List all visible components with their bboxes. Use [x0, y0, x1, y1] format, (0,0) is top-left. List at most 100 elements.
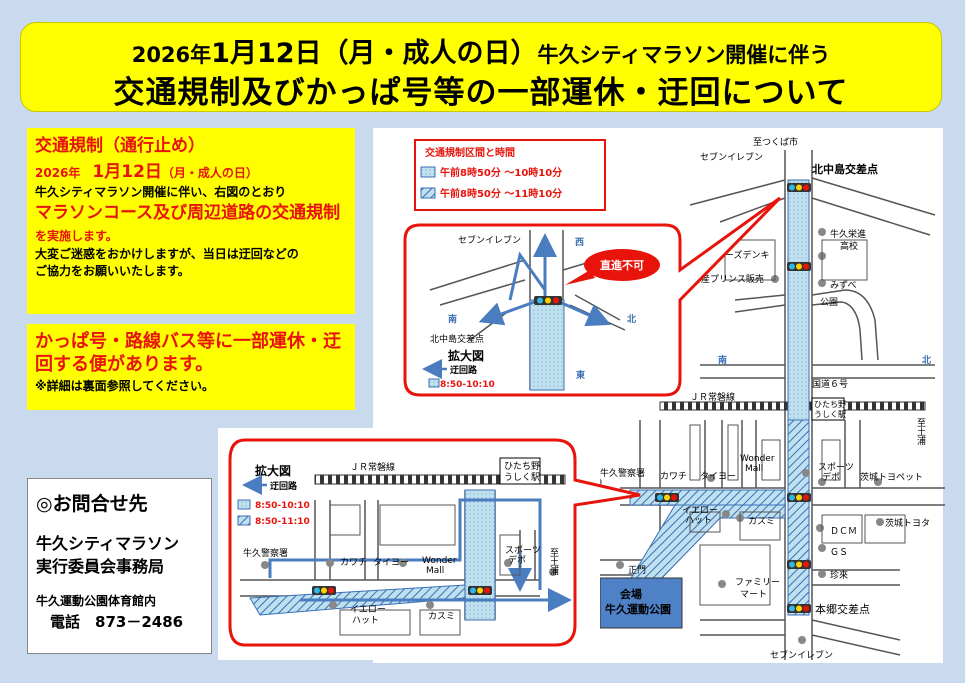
signal-hongo [787, 604, 811, 613]
signal-kitanakajima [787, 183, 811, 192]
notice-text2: 大変ご迷惑をおかけしますが、当日は迂回などの [35, 246, 299, 261]
signal-5 [787, 560, 811, 569]
svg-text:デポ: デポ [508, 554, 526, 566]
legend-box [414, 139, 606, 211]
legend-item1: 午前8時50分 ～10時10分 [440, 166, 562, 179]
svg-text:タイヨー: タイヨー [373, 557, 409, 568]
svg-text:北: 北 [627, 313, 636, 325]
svg-text:拡大図: 拡大図 [255, 463, 291, 478]
svg-text:至土浦: 至土浦 [548, 548, 559, 576]
notice-date: 2026年 1月12日（月・成人の日） [35, 161, 258, 182]
contact-org: 牛久シティマラソン 実行委員会事務局 [36, 534, 180, 577]
contact-tel: 電話 873－2486 [50, 613, 184, 632]
notice-text3: ご協力をお願いいたします。 [35, 264, 190, 279]
notice-text1: 牛久シティマラソン開催に伴い、右図のとおり [35, 185, 287, 200]
inset1-closed-road [529, 299, 565, 391]
notice-highlight: マラソンコース及び周辺道路の交通規制を実施します。 [35, 202, 341, 243]
svg-text:8:50-11:10: 8:50-11:10 [255, 517, 310, 527]
inset2-dots [261, 559, 557, 609]
legend-swatch2 [420, 187, 436, 199]
label-nissan: 日産プリンス販売 [692, 273, 764, 285]
label-north: 北 [922, 354, 931, 366]
title-line2: 交通規制及びかっぱ号等の一部運休・迂回について [113, 75, 849, 111]
venue-label2: 牛久運動公園 [605, 602, 671, 616]
label-family2: マート [740, 590, 767, 600]
svg-text:カスミ: カスミ [428, 611, 455, 622]
label-wonder2: Mall [745, 464, 763, 474]
svg-text:東: 東 [576, 369, 585, 381]
label-sports2: デポ [822, 471, 840, 483]
label-north-dir: 至つくば市 [753, 136, 798, 148]
legend-item2: 午前8時50分 ～11時10分 [440, 187, 562, 200]
inset2-signals [312, 586, 492, 595]
svg-text:ひたち野: ひたち野 [504, 461, 540, 472]
legend-title: 交通規制区間と時間 [425, 146, 515, 159]
svg-text:Wonder: Wonder [422, 556, 457, 566]
label-seimon: 正門 [628, 565, 646, 576]
contact-heading: ◎お問合せ先 [36, 493, 148, 515]
svg-text:イエロー: イエロー [350, 605, 386, 615]
svg-text:8:50-10:10: 8:50-10:10 [255, 501, 310, 511]
label-koukou: 高校 [840, 240, 858, 252]
label-kawachi: カワチ [660, 471, 687, 482]
svg-text:南: 南 [448, 313, 457, 325]
svg-text:西: 西 [575, 237, 584, 248]
svg-text:ＪＲ常磐線: ＪＲ常磐線 [350, 461, 395, 473]
label-toyota: 茨城トヨタ [885, 517, 930, 529]
label-eishin: 牛久栄進 [830, 228, 866, 240]
svg-text:ハット: ハット [352, 616, 379, 626]
inset1-detour-right [554, 298, 611, 327]
svg-text:拡大図: 拡大図 [448, 348, 484, 363]
title-line1: 2026年1月12日（月・成人の日）牛久シティマラソン開催に伴う [131, 38, 831, 69]
bus-notice-text: かっぱ号・路線バス等に一部運休・迂回する便があります。 [35, 331, 341, 376]
signal-3 [787, 493, 811, 502]
label-seven2: セブンイレブン [770, 649, 833, 661]
label-hongo: 本郷交差点 [815, 602, 870, 616]
inset2-rail [314, 474, 566, 485]
svg-text:セブンイレブン: セブンイレブン [458, 234, 521, 246]
contact-place: 牛久運動公園体育館内 [36, 594, 157, 609]
inset1-detour-left [478, 298, 541, 326]
inset2-labels: 拡大図 迂回路 8:50-10:10 8:50-11:10 ＪＲ常磐線 ひたち野… [243, 457, 559, 626]
svg-text:カワチ: カワチ [340, 557, 367, 568]
label-yellow2: ハット [685, 516, 712, 526]
svg-text:迂回路: 迂回路 [270, 480, 298, 492]
label-route6: 国道６号 [812, 378, 848, 390]
label-kasumi: カスミ [748, 516, 775, 527]
label-mizube: みずべ [830, 280, 857, 291]
label-family1: ファミリー [735, 578, 780, 588]
svg-text:Mall: Mall [426, 566, 444, 576]
bus-notice: かっぱ号・路線バス等に一部運休・迂回する便があります。 ※詳細は裏面参照してくだ… [27, 324, 355, 410]
label-seven1: セブンイレブン [700, 151, 763, 163]
traffic-signals [655, 183, 811, 613]
label-taiyo: タイヨー [700, 471, 736, 482]
venue-rect [599, 577, 683, 629]
inset1-frame [403, 196, 782, 397]
venue-label1: 会場 [620, 587, 642, 601]
inset1-labels: セブンイレブン 西 南 北 東 北中島交差点 拡大図 迂回路 8:50-10:1… [430, 234, 636, 390]
no-straight-bubble [584, 249, 660, 281]
notice-heading: 交通規制（通行止め） [35, 136, 205, 156]
label-kouen: 公園 [820, 297, 838, 308]
label-wonder1: Wonder [740, 454, 775, 464]
label-police: 牛久警察署 [600, 467, 645, 479]
label-kitanakajima: 北中島交差点 [812, 162, 878, 176]
label-gs: ＧＳ [830, 548, 848, 558]
closed-road-south [787, 419, 810, 616]
label-jr: ＪＲ常磐線 [690, 391, 735, 403]
label-yellow1: イエロー [682, 506, 718, 516]
contact-box: ◎お問合せ先 牛久シティマラソン 実行委員会事務局 牛久運動公園体育館内 電話 … [27, 478, 212, 654]
label-toyopet: 茨城トヨペット [860, 471, 923, 483]
label-hitachino1: ひたち野 [814, 400, 846, 409]
legend-swatch1 [420, 166, 436, 178]
title-banner: 2026年1月12日（月・成人の日）牛久シティマラソン開催に伴う 交通規制及びか… [20, 22, 942, 112]
label-tsuchiura: 至土浦 [915, 418, 926, 446]
label-chinrai: 珍來 [830, 569, 848, 581]
label-dcm: ＤＣＭ [830, 527, 857, 537]
label-south: 南 [718, 354, 727, 366]
signal-2 [787, 262, 811, 271]
inset2-detour1 [268, 498, 542, 590]
bus-notice-note: ※詳細は裏面参照してください。 [35, 378, 214, 393]
svg-text:北中島交差点: 北中島交差点 [430, 333, 484, 345]
